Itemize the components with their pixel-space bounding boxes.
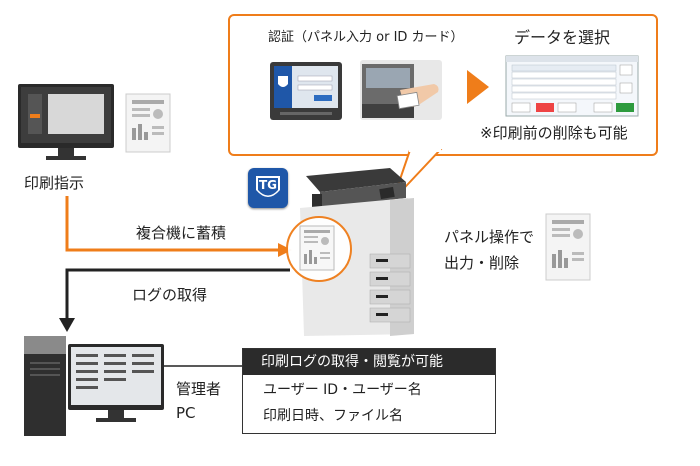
admin-pc-monitor xyxy=(68,344,164,422)
panel-login-screen xyxy=(270,62,342,120)
document-icon xyxy=(125,93,171,153)
store-on-mfp-label: 複合機に蓄積 xyxy=(136,224,227,242)
panel-output-label-2: 出力・削除 xyxy=(444,254,520,272)
print-flow-arrowhead xyxy=(278,243,292,257)
stored-document-icon xyxy=(299,225,335,271)
log-info-datetime: 印刷日時、ファイル名 xyxy=(263,408,403,424)
tg-logo-text: TG xyxy=(258,178,278,192)
auth-label: 認証（パネル入力 or ID カード） xyxy=(268,30,464,45)
pc-label: PC xyxy=(176,404,196,422)
log-flow-arrow xyxy=(65,268,290,318)
log-flow-arrowhead xyxy=(59,318,75,332)
select-data-label: データを選択 xyxy=(514,28,611,47)
log-info-box: 印刷ログの取得・閲覧が可能 ユーザー ID・ユーザー名 印刷日時、ファイル名 xyxy=(242,348,496,434)
panel-output-label-1: パネル操作で xyxy=(444,228,535,246)
log-info-user: ユーザー ID・ユーザー名 xyxy=(263,382,422,398)
print-instruction-label: 印刷指示 xyxy=(24,174,85,192)
log-info-header: 印刷ログの取得・閲覧が可能 xyxy=(243,349,495,375)
delete-note: ※印刷前の削除も可能 xyxy=(480,124,628,142)
output-document-icon xyxy=(545,213,591,281)
admin-label: 管理者 xyxy=(176,380,222,398)
data-selection-screen xyxy=(505,55,639,117)
id-card-tap xyxy=(360,60,442,120)
next-arrow-icon xyxy=(467,70,489,104)
tg-logo: TG xyxy=(248,168,288,208)
client-pc-monitor xyxy=(18,84,114,160)
get-log-label: ログの取得 xyxy=(132,286,208,304)
print-flow-arrow xyxy=(65,196,278,252)
admin-pc-tower xyxy=(24,336,66,436)
